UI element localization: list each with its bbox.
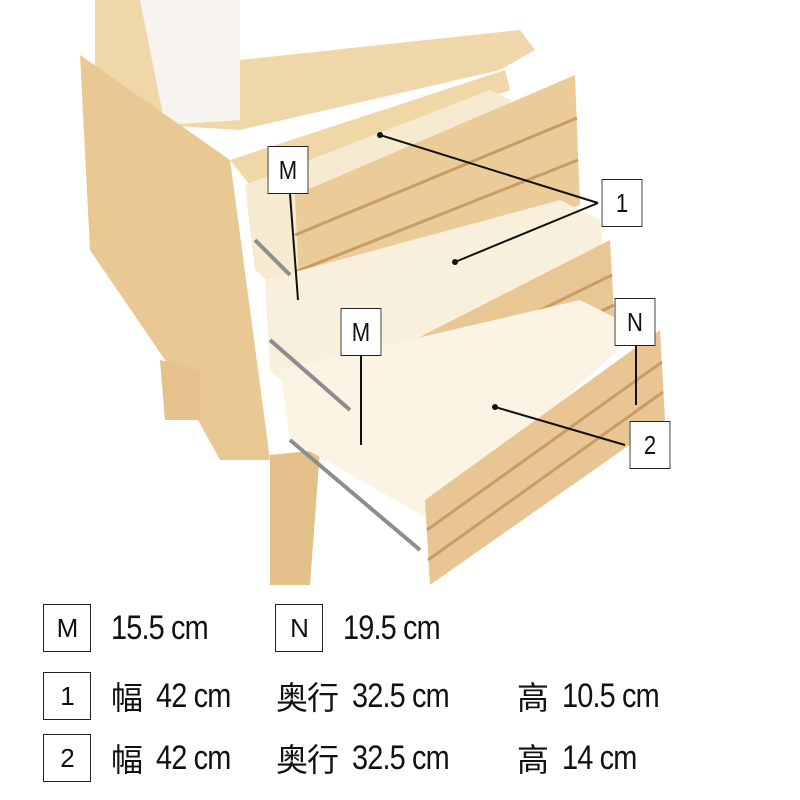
legend-2-box: 2 [43, 734, 91, 782]
legend-row-mn: M 15.5 cm N 19.5 cm [43, 604, 457, 652]
drawer-cabinet-photo [80, 0, 665, 585]
height-label: 高 [517, 742, 549, 778]
legend-n-box: N [275, 604, 323, 652]
legend-1-box: 1 [43, 672, 91, 720]
callout-m-top: M [267, 146, 309, 194]
depth-label: 奥行 [276, 680, 339, 716]
white-panel [140, 0, 240, 125]
drawer-1-front [295, 75, 580, 305]
drawer-2-front [425, 330, 665, 585]
callout-m-mid: M [340, 308, 382, 356]
width-value: 42 cm [156, 738, 231, 777]
cabinet-leg [270, 450, 320, 585]
depth-value: 32.5 cm [352, 738, 450, 777]
legend-m-value: 15.5 cm [111, 608, 209, 647]
legend-m-box: M [43, 604, 91, 652]
legend-n-value: 19.5 cm [343, 608, 441, 647]
legend-row-drawer-1: 1 幅 42 cm 奥行 32.5 cm 高 10.5 cm [43, 672, 676, 720]
width-value: 42 cm [156, 676, 231, 715]
depth-label: 奥行 [276, 742, 339, 778]
legend-row-drawer-2: 2 幅 42 cm 奥行 32.5 cm 高 14 cm [43, 734, 650, 782]
callout-2: 2 [629, 421, 671, 469]
cabinet-side [80, 55, 270, 460]
callout-1: 1 [601, 179, 643, 227]
height-value: 14 cm [562, 738, 637, 777]
leader-lines [289, 134, 637, 446]
cabinet-leg [160, 360, 200, 420]
callout-n: N [614, 298, 656, 346]
width-label: 幅 [111, 680, 143, 716]
depth-value: 32.5 cm [352, 676, 450, 715]
height-label: 高 [517, 680, 549, 716]
width-label: 幅 [111, 742, 143, 778]
height-value: 10.5 cm [562, 676, 660, 715]
